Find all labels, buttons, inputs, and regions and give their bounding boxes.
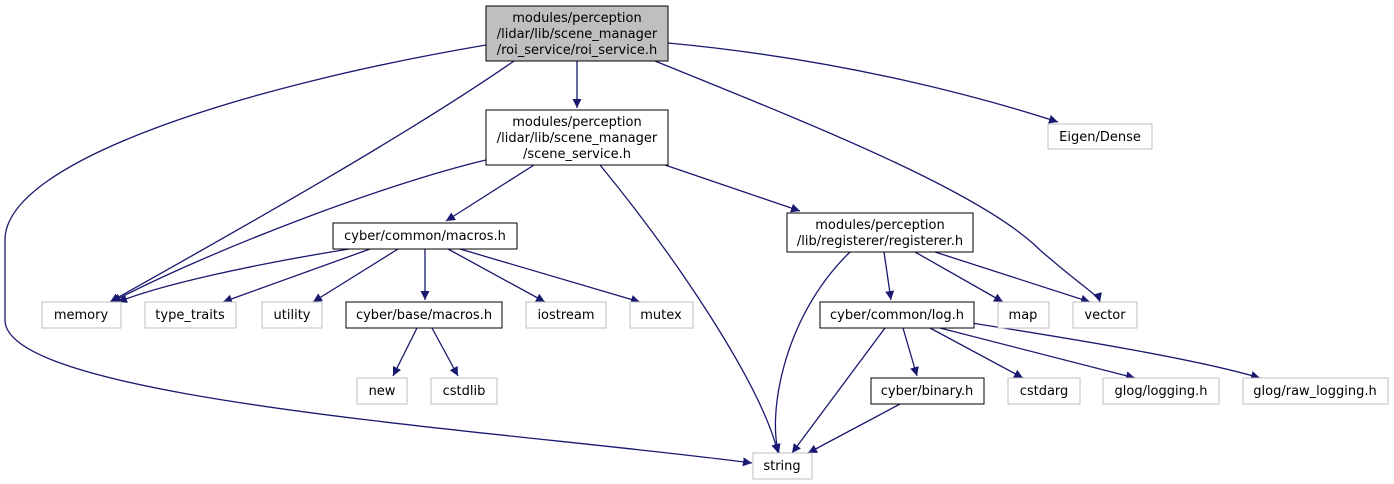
node-label-line: modules/perception bbox=[512, 11, 641, 26]
edge-common-macros-to-memory bbox=[117, 248, 350, 303]
node-label: new bbox=[369, 384, 396, 399]
edge-log-to-string bbox=[791, 327, 886, 454]
node-roi-service-h[interactable]: modules/perception /lidar/lib/scene_mana… bbox=[485, 5, 669, 62]
edge-registerer-to-vector bbox=[934, 251, 1091, 304]
node-label: iostream bbox=[537, 308, 594, 323]
edge-scene-to-registerer bbox=[664, 164, 801, 213]
node-vector: vector bbox=[1072, 301, 1138, 329]
node-label: utility bbox=[274, 308, 311, 323]
node-cyber-common-macros-h[interactable]: cyber/common/macros.h bbox=[332, 222, 518, 250]
node-registerer-h[interactable]: modules/perception /lib/registerer/regis… bbox=[786, 212, 974, 253]
nodes: modules/perception /lidar/lib/scene_mana… bbox=[41, 5, 1389, 480]
node-memory: memory bbox=[41, 301, 122, 329]
edge-registerer-to-string bbox=[771, 251, 851, 454]
node-map: map bbox=[997, 301, 1050, 329]
edges bbox=[4, 42, 1261, 467]
node-label: memory bbox=[54, 308, 109, 323]
node-label: glog/raw_logging.h bbox=[1253, 384, 1376, 399]
node-type-traits: type_traits bbox=[144, 301, 237, 329]
node-label-line: /lidar/lib/scene_manager bbox=[497, 27, 658, 42]
node-label-line: /lidar/lib/scene_manager bbox=[497, 131, 658, 146]
edge-scene-to-string bbox=[599, 164, 781, 454]
node-label-line: modules/perception bbox=[512, 115, 641, 130]
node-scene-service-h[interactable]: modules/perception /lidar/lib/scene_mana… bbox=[485, 109, 669, 166]
node-label: vector bbox=[1084, 308, 1126, 323]
node-utility: utility bbox=[261, 301, 323, 329]
node-glog-raw-logging-h: glog/raw_logging.h bbox=[1242, 377, 1389, 405]
node-cyber-binary-h[interactable]: cyber/binary.h bbox=[870, 377, 985, 405]
node-label-line: /scene_service.h bbox=[523, 147, 631, 162]
edge-log-to-cstdarg bbox=[929, 327, 1024, 379]
edge-scene-to-memory bbox=[111, 159, 487, 303]
node-label: cstdarg bbox=[1020, 384, 1069, 399]
node-label: map bbox=[1009, 308, 1038, 323]
node-string: string bbox=[752, 452, 813, 480]
node-label-line: modules/perception bbox=[815, 218, 944, 233]
edge-log-to-cyber-binary bbox=[902, 327, 919, 377]
node-new: new bbox=[356, 377, 408, 405]
node-cstdarg: cstdarg bbox=[1007, 377, 1081, 405]
edge-roi-to-string bbox=[4, 44, 753, 467]
node-glog-logging-h: glog/logging.h bbox=[1102, 377, 1220, 405]
node-label: mutex bbox=[640, 308, 682, 323]
edge-roi-to-eigen bbox=[667, 42, 1059, 124]
node-label: cstdlib bbox=[443, 384, 486, 399]
edge-common-macros-to-utility bbox=[312, 248, 399, 303]
edge-registerer-to-cyber-common-log bbox=[883, 251, 895, 301]
edge-log-to-glog-raw-logging bbox=[964, 321, 1261, 380]
node-label-line: /lib/registerer/registerer.h bbox=[797, 234, 963, 249]
node-cstdlib: cstdlib bbox=[430, 377, 498, 405]
node-label: cyber/common/log.h bbox=[830, 308, 964, 323]
edge-roi-to-vector bbox=[654, 60, 1102, 303]
node-label: cyber/common/macros.h bbox=[344, 229, 506, 244]
edge-common-macros-to-type-traits bbox=[222, 248, 371, 304]
node-cyber-common-log-h[interactable]: cyber/common/log.h bbox=[819, 301, 975, 329]
node-label: string bbox=[763, 459, 800, 474]
node-cyber-base-macros-h[interactable]: cyber/base/macros.h bbox=[345, 301, 503, 329]
edge-roi-to-memory bbox=[109, 60, 515, 303]
edge-common-macros-to-mutex bbox=[459, 248, 641, 304]
edge-base-macros-to-cstdlib bbox=[431, 327, 459, 377]
edge-scene-to-cyber-common-macros bbox=[445, 164, 535, 222]
node-label: Eigen/Dense bbox=[1059, 130, 1141, 145]
node-eigen-dense: Eigen/Dense bbox=[1047, 123, 1153, 150]
edge-registerer-to-map bbox=[914, 251, 1004, 303]
node-iostream: iostream bbox=[525, 301, 607, 329]
node-mutex: mutex bbox=[629, 301, 694, 329]
edge-log-to-glog-logging bbox=[939, 327, 1136, 381]
node-label: cyber/binary.h bbox=[881, 384, 973, 399]
edge-base-macros-to-new bbox=[392, 327, 418, 377]
edge-common-macros-to-iostream bbox=[447, 248, 546, 303]
node-label-line: /roi_service/roi_service.h bbox=[497, 43, 658, 58]
node-label: cyber/base/macros.h bbox=[356, 308, 492, 323]
node-label: glog/logging.h bbox=[1115, 384, 1208, 399]
edge-binary-to-string bbox=[807, 403, 901, 454]
node-label: type_traits bbox=[155, 308, 225, 323]
